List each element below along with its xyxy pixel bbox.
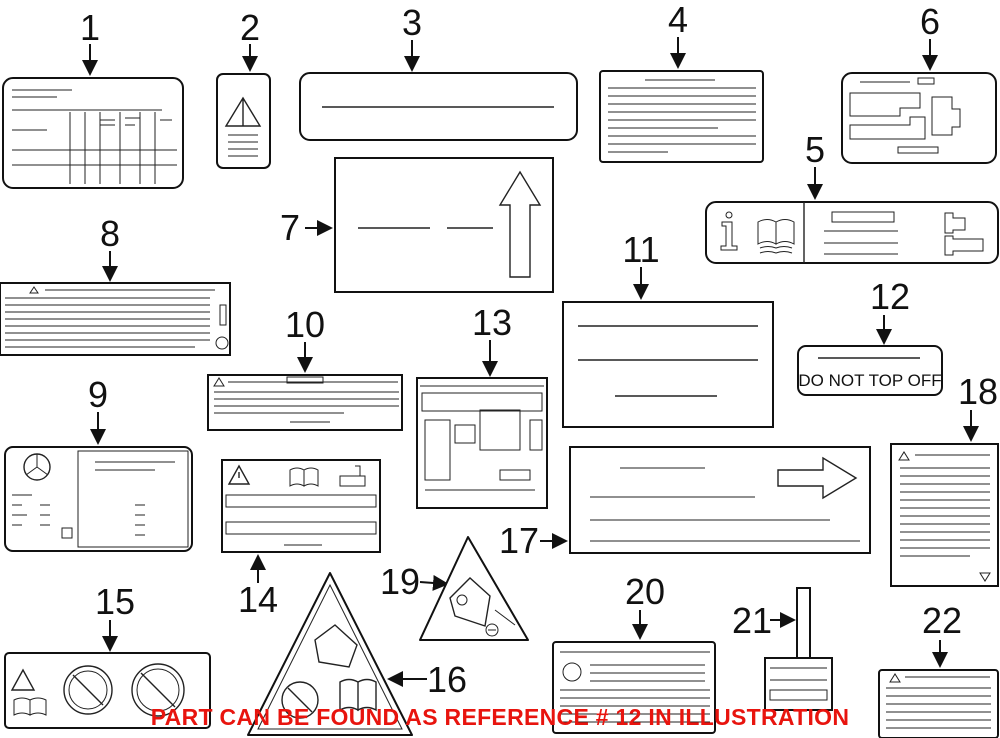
label-11[interactable]: 11: [562, 229, 774, 428]
callout-18: 18: [958, 371, 998, 412]
callout-5: 5: [805, 129, 825, 170]
label-1[interactable]: 1: [2, 7, 184, 189]
label-5[interactable]: 5: [705, 129, 999, 264]
do-not-top-off-text: DO NOT TOP OFF: [798, 371, 941, 390]
callout-4: 4: [668, 0, 688, 40]
label-22[interactable]: 22: [878, 600, 999, 738]
callout-21: 21: [732, 600, 772, 641]
label-6[interactable]: 6: [841, 1, 997, 164]
callout-19: 19: [380, 561, 420, 602]
callout-20: 20: [625, 571, 665, 612]
label-13[interactable]: 13: [416, 302, 548, 509]
reference-notice: PART CAN BE FOUND AS REFERENCE # 12 IN I…: [150, 704, 850, 730]
callout-22: 22: [922, 600, 962, 641]
label-17[interactable]: 17: [499, 446, 871, 561]
callout-2: 2: [240, 7, 260, 48]
label-7[interactable]: 7: [280, 157, 554, 293]
label-3[interactable]: 3: [299, 2, 578, 141]
label-19[interactable]: 19: [380, 536, 529, 641]
label-20[interactable]: 20: [552, 571, 716, 734]
label-9[interactable]: 9: [4, 374, 193, 552]
label-8[interactable]: 8: [0, 213, 231, 356]
label-21[interactable]: 21: [732, 587, 833, 711]
label-14[interactable]: 14: [221, 459, 381, 620]
callout-12: 12: [870, 276, 910, 317]
callout-1: 1: [80, 7, 100, 48]
callout-6: 6: [920, 1, 940, 42]
label-15[interactable]: 15: [4, 581, 211, 729]
callout-11: 11: [622, 229, 659, 270]
callout-13: 13: [472, 302, 512, 343]
callout-3: 3: [402, 2, 422, 43]
callout-9: 9: [88, 374, 108, 415]
callout-16: 16: [427, 659, 467, 700]
label-10[interactable]: 10: [207, 304, 403, 431]
callout-10: 10: [285, 304, 325, 345]
callout-15: 15: [95, 581, 135, 622]
label-2[interactable]: 2: [216, 7, 271, 169]
callout-14: 14: [238, 579, 278, 620]
label-16[interactable]: 16: [247, 572, 467, 736]
label-18[interactable]: 18: [890, 371, 999, 587]
callout-17: 17: [499, 520, 539, 561]
label-4[interactable]: 4: [599, 0, 764, 163]
callout-7: 7: [280, 207, 300, 248]
callout-8: 8: [100, 213, 120, 254]
label-12[interactable]: 12 DO NOT TOP OFF: [797, 276, 943, 396]
